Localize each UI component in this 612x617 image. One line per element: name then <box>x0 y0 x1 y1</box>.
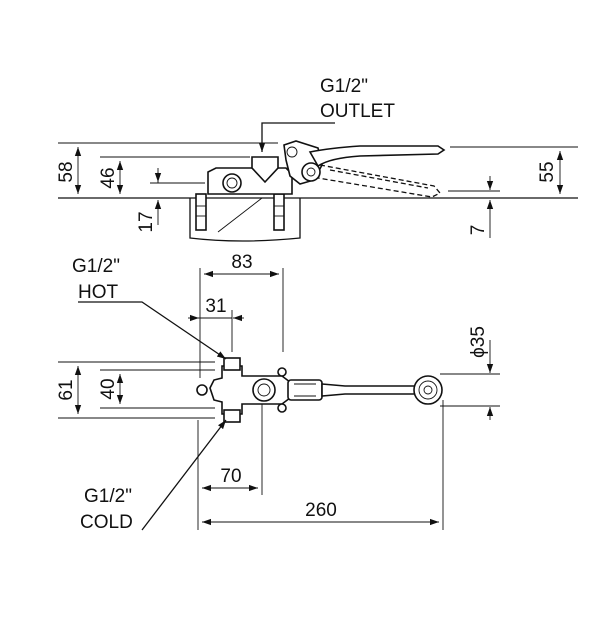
dim-55: 55 <box>537 161 558 182</box>
cold-label-line2: COLD <box>80 512 133 533</box>
dim-31: 31 <box>205 296 226 317</box>
cold-label-line1: G1/2" <box>84 486 132 507</box>
lever-arm-lowered <box>317 164 442 198</box>
mount-lug-bottom <box>277 403 287 413</box>
dim-260: 260 <box>305 500 337 521</box>
handle-hub-top <box>287 379 323 401</box>
central-port <box>252 378 276 402</box>
dim-61: 61 <box>56 379 77 400</box>
mount-lug-left <box>196 384 208 396</box>
hot-label-line2: HOT <box>78 282 119 303</box>
wall-hatch <box>217 197 263 233</box>
hot-label-line1: G1/2" <box>72 256 120 277</box>
dim-70: 70 <box>220 466 241 487</box>
mount-lug-top <box>277 367 287 377</box>
cold-inlet <box>223 409 241 423</box>
outlet-spout <box>251 156 279 184</box>
outlet-label-line1: G1/2" <box>320 76 368 97</box>
wall-bolt-left <box>195 193 207 231</box>
dim-40: 40 <box>98 378 119 399</box>
cold-leader <box>141 419 227 531</box>
wall-bolt-right <box>273 193 285 231</box>
wall-block <box>189 198 301 242</box>
lever-arm-top <box>321 383 419 397</box>
outlet-label-line2: OUTLET <box>320 101 395 122</box>
lever-arm <box>308 145 446 168</box>
dim-46: 46 <box>98 167 119 188</box>
dim-35: ϕ35 <box>468 326 489 358</box>
dim-83: 83 <box>231 252 252 273</box>
side-port <box>222 173 242 193</box>
handle-pivot <box>301 162 321 182</box>
dim-17: 17 <box>136 211 157 232</box>
hot-inlet <box>223 357 241 371</box>
dim-58: 58 <box>56 161 77 182</box>
dim-7: 7 <box>468 225 489 236</box>
outlet-leader <box>258 122 335 152</box>
hot-leader <box>78 301 227 360</box>
side-view: G1/2" OUTLET 58 46 17 55 7 <box>56 76 578 242</box>
top-view: 83 31 61 40 ϕ35 70 260 G1/2" HOT G1/2" C… <box>56 252 500 533</box>
valve-body <box>207 167 293 195</box>
lever-knob <box>413 375 443 405</box>
